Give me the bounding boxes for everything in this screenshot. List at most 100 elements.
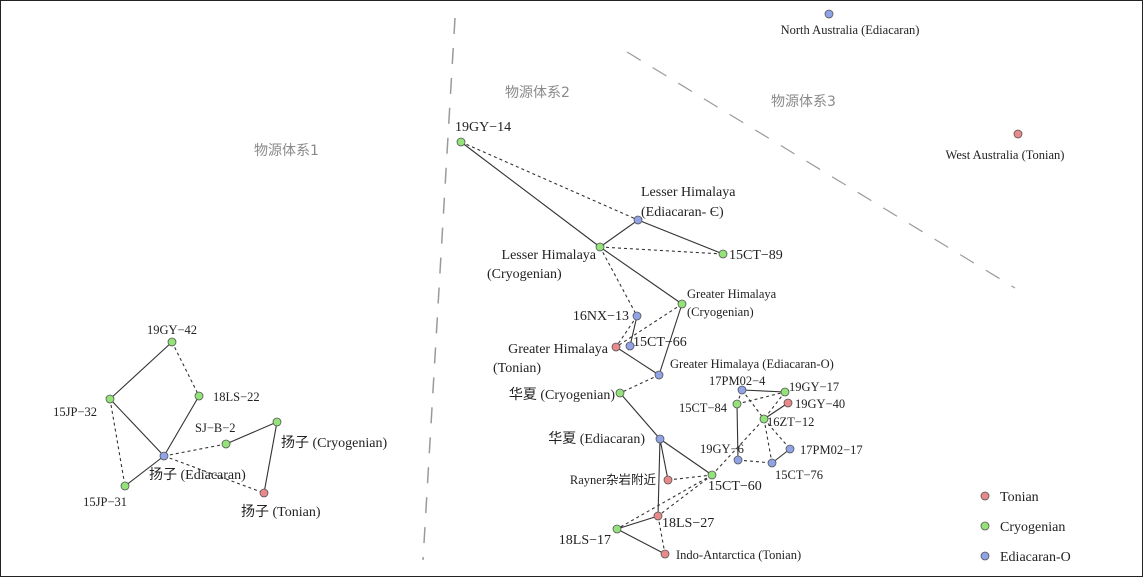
node[interactable]: West Australia (Tonian)	[946, 129, 1065, 162]
node[interactable]: 15CT−66	[625, 335, 687, 351]
edge-dashed	[109, 398, 126, 487]
legend-item: Cryogenian	[980, 520, 1065, 535]
edge-dashed	[619, 374, 660, 394]
node-marker[interactable]	[456, 137, 466, 147]
node-marker[interactable]	[167, 337, 177, 347]
node[interactable]: 15CT−89	[718, 248, 783, 263]
node-marker[interactable]	[783, 398, 793, 408]
node-label: 19GY−14	[455, 120, 511, 135]
node-marker[interactable]	[737, 385, 747, 395]
node-marker[interactable]	[272, 417, 282, 427]
node-marker[interactable]	[785, 444, 795, 454]
node[interactable]: Greater Himalaya(Cryogenian)	[677, 287, 777, 319]
edge-solid	[736, 403, 739, 461]
node-marker[interactable]	[677, 299, 687, 309]
node-marker[interactable]	[733, 455, 743, 465]
node-label: Greater Himalaya (Ediacaran-O)	[670, 357, 834, 371]
node[interactable]: 扬子 (Tonian)	[241, 488, 321, 520]
node-marker[interactable]	[612, 524, 622, 534]
node-label: 扬子 (Ediacaran)	[149, 467, 246, 483]
node-label: North Australia (Ediacaran)	[781, 23, 920, 37]
node-marker[interactable]	[194, 391, 204, 401]
node[interactable]: 15JP−31	[83, 481, 130, 509]
node[interactable]: 17PM02−17	[785, 443, 863, 457]
node-marker[interactable]	[105, 394, 115, 404]
node[interactable]: 扬子 (Cryogenian)	[272, 417, 387, 451]
node[interactable]: Lesser Himalaya(Cryogenian)	[487, 242, 605, 282]
node-marker[interactable]	[824, 9, 834, 19]
node-label: Lesser Himalaya	[502, 248, 597, 263]
node-marker[interactable]	[663, 475, 673, 485]
node-label: 15CT−66	[633, 335, 687, 350]
edge-solid	[599, 219, 639, 248]
node[interactable]: 19GY−42	[147, 323, 197, 347]
node-marker[interactable]	[653, 511, 663, 521]
node[interactable]: SJ−B−2	[195, 421, 236, 449]
legend-item: Ediacaran-O	[980, 550, 1071, 565]
node-marker[interactable]	[625, 341, 635, 351]
edge-solid	[763, 402, 789, 420]
node-label: 19GY−6	[700, 442, 744, 456]
node[interactable]: 15CT−76	[767, 458, 823, 482]
node[interactable]: 18LS−22	[194, 390, 260, 404]
node-marker[interactable]	[759, 414, 769, 424]
node-label: 19GY−42	[147, 323, 197, 337]
node-marker[interactable]	[732, 399, 742, 409]
node-marker[interactable]	[595, 242, 605, 252]
node[interactable]: 16ZT−12	[759, 414, 814, 429]
node[interactable]: 15JP−32	[53, 394, 115, 419]
edge-solid	[616, 528, 666, 555]
node[interactable]: Indo-Antarctica (Tonian)	[660, 548, 801, 562]
node[interactable]: Greater Himalaya (Ediacaran-O)	[654, 357, 834, 380]
region-divider-2	[626, 51, 1016, 289]
node-marker[interactable]	[632, 311, 642, 321]
node[interactable]: 17PM02−4	[709, 374, 766, 395]
node-label: (Tonian)	[493, 361, 541, 376]
node-marker[interactable]	[259, 488, 269, 498]
node-marker[interactable]	[718, 249, 728, 259]
node[interactable]: Rayner杂岩附近	[570, 472, 673, 487]
node-label: Indo-Antarctica (Tonian)	[676, 548, 801, 562]
node-marker[interactable]	[1013, 129, 1023, 139]
node-marker[interactable]	[633, 215, 643, 225]
node-marker[interactable]	[655, 434, 665, 444]
node-label: 扬子 (Tonian)	[241, 504, 321, 520]
node-marker[interactable]	[159, 451, 169, 461]
node-marker[interactable]	[611, 342, 621, 352]
node[interactable]: 19GY−17	[780, 380, 839, 397]
edge-solid	[599, 246, 683, 305]
edge-dashed	[763, 418, 791, 450]
node-label: Greater Himalaya	[508, 342, 609, 357]
node-marker[interactable]	[615, 388, 625, 398]
node[interactable]: 18LS−17	[559, 524, 622, 548]
node[interactable]: 16NX−13	[573, 309, 642, 324]
node[interactable]: 扬子 (Ediacaran)	[149, 451, 246, 483]
node-marker[interactable]	[767, 458, 777, 468]
edge-solid	[109, 341, 173, 400]
edge-solid	[637, 219, 724, 255]
node[interactable]: Greater Himalaya (Tonian)	[493, 342, 621, 376]
node[interactable]: 华夏 (Ediacaran)	[548, 431, 665, 447]
node-marker[interactable]	[120, 481, 130, 491]
node[interactable]: 19GY−14	[455, 120, 511, 147]
node[interactable]: North Australia (Ediacaran)	[781, 9, 920, 37]
node[interactable]: 华夏 (Cryogenian)	[509, 387, 625, 403]
node-label: 15JP−32	[53, 405, 97, 419]
node-label: 15CT−89	[729, 248, 783, 263]
node-marker[interactable]	[221, 439, 231, 449]
node-marker[interactable]	[660, 549, 670, 559]
node[interactable]: 18LS−27	[653, 511, 714, 531]
node[interactable]: 19GY−40	[783, 397, 845, 411]
node-label: Greater Himalaya	[687, 287, 777, 301]
node[interactable]: 19GY−6	[700, 442, 744, 465]
node-label: 15CT−84	[679, 401, 728, 415]
node[interactable]: 15CT−60	[707, 470, 762, 494]
node-label: 16NX−13	[573, 309, 629, 324]
node-marker[interactable]	[707, 470, 717, 480]
node-label: 扬子 (Cryogenian)	[281, 435, 387, 451]
node[interactable]: 15CT−84	[679, 399, 742, 415]
node[interactable]: Lesser Himalaya(Ediacaran- Є)	[633, 185, 736, 225]
node-marker[interactable]	[654, 370, 664, 380]
node-marker[interactable]	[780, 387, 790, 397]
